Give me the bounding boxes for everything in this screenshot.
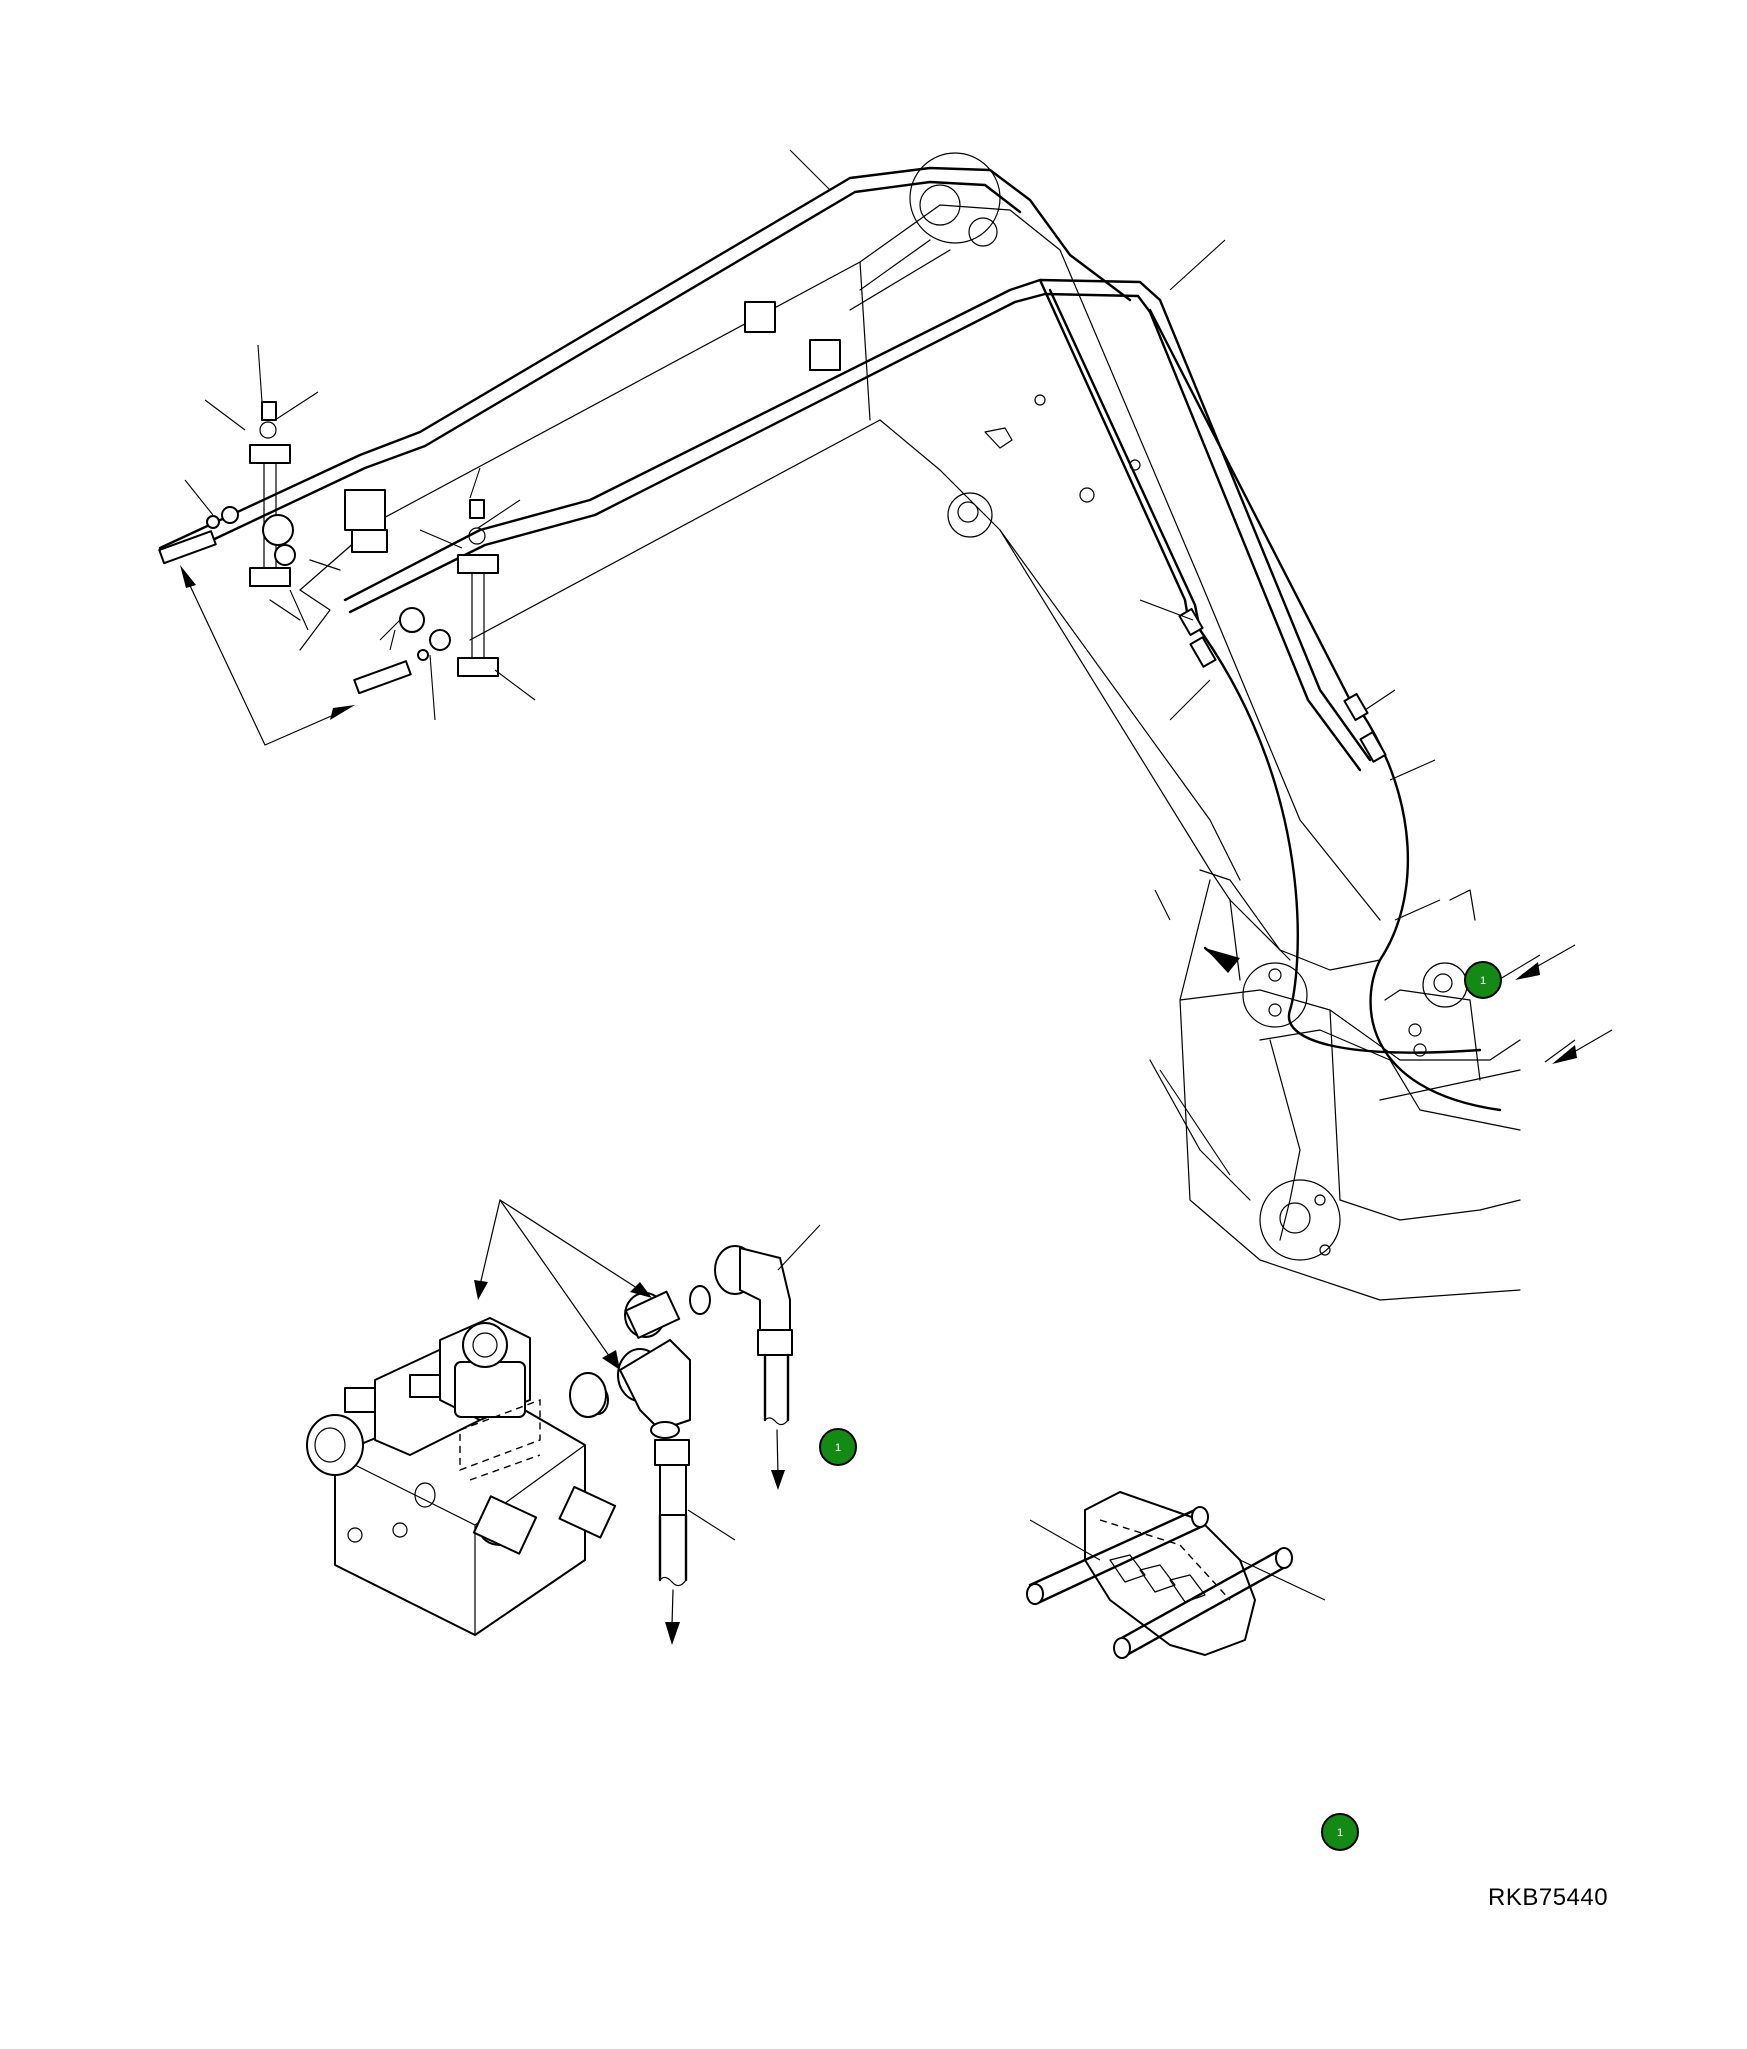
badge-label: 1 bbox=[1480, 975, 1486, 987]
badge-label: 1 bbox=[1337, 1827, 1343, 1839]
pipe-clamp-detail bbox=[1026, 1491, 1326, 1659]
drawing-reference-code: RKB75440 bbox=[1488, 1884, 1609, 1911]
callout-badge-knuckle: 1 bbox=[1464, 961, 1502, 999]
valve-block-assembly bbox=[306, 1199, 821, 1645]
boom-end-clamp-assembly bbox=[158, 401, 499, 746]
badge-circle bbox=[819, 1428, 857, 1466]
main-arm-outline bbox=[999, 529, 1521, 1301]
badge-label: 1 bbox=[835, 1442, 841, 1454]
boom-outline bbox=[158, 152, 1381, 921]
badge-circle bbox=[1321, 1813, 1359, 1851]
knuckle-callout-arrows bbox=[1515, 944, 1613, 1064]
leader-lines-upper bbox=[184, 149, 1576, 1176]
callout-badge-valve: 1 bbox=[819, 1428, 857, 1466]
badge-circle bbox=[1464, 961, 1502, 999]
callout-badge-legend: 1 bbox=[1321, 1813, 1359, 1851]
